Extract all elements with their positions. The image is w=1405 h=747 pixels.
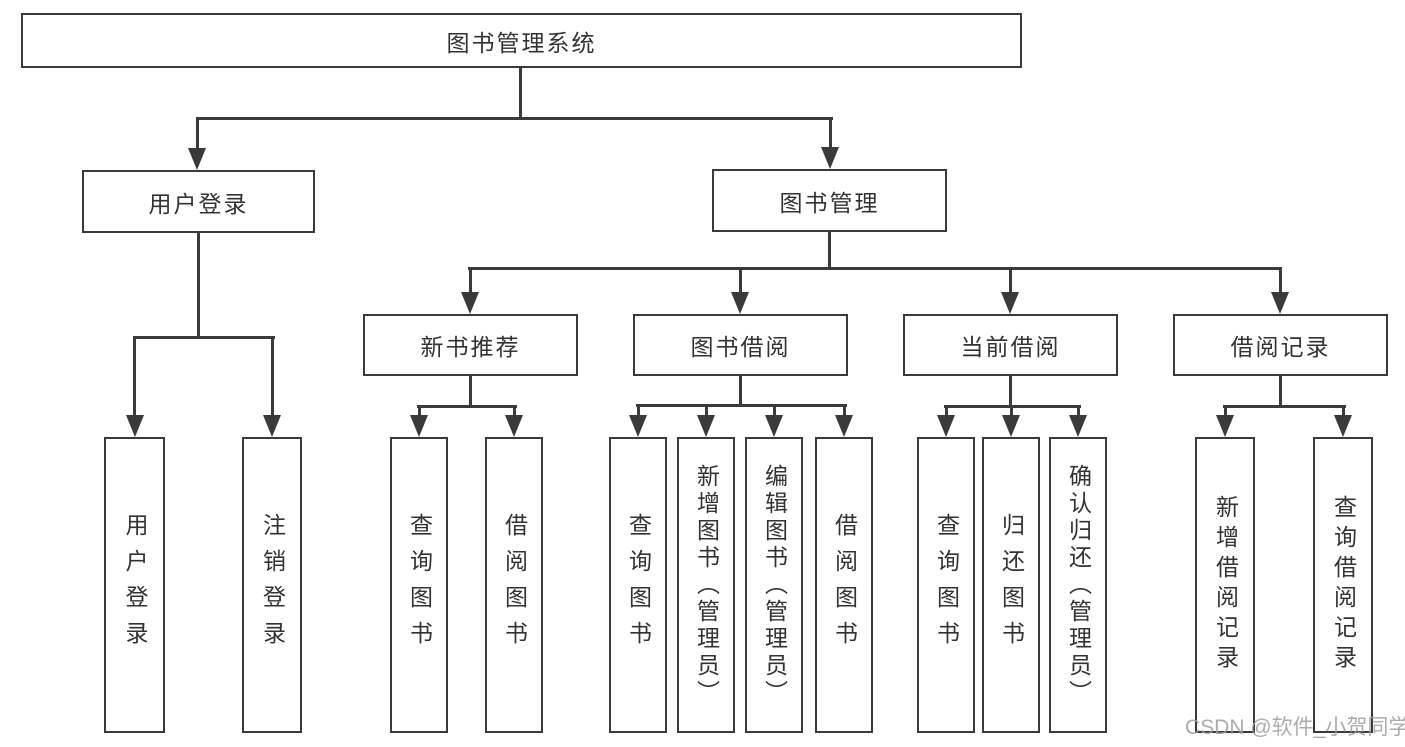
arrow-down-icon	[821, 147, 839, 169]
connector-line	[513, 405, 516, 417]
arrow-down-icon	[188, 148, 206, 170]
node-leaf-confirm-return-admin: 确认归还（管理员）	[1049, 437, 1107, 733]
arrow-down-icon	[1216, 415, 1234, 437]
arrow-down-icon	[937, 415, 955, 437]
connector-line	[1077, 405, 1080, 417]
connector-line	[843, 404, 846, 417]
connector-line	[1224, 405, 1227, 417]
node-leaf-query-borrow-record: 查询借阅记录	[1313, 437, 1373, 733]
node-new-book-recommend: 新书推荐	[363, 314, 578, 376]
node-book-management: 图书管理	[712, 169, 947, 232]
arrow-down-icon	[1002, 415, 1020, 437]
arrow-down-icon	[505, 415, 523, 437]
arrow-down-icon	[765, 415, 783, 437]
arrow-down-icon	[126, 415, 144, 437]
arrow-down-icon	[731, 292, 749, 314]
node-leaf-return-books: 归还图书	[982, 437, 1040, 733]
connector-line	[271, 336, 274, 415]
connector-line	[1279, 376, 1282, 408]
connector-line	[469, 376, 472, 408]
node-leaf-query-books-current: 查询图书	[917, 437, 975, 733]
connector-line	[133, 336, 275, 339]
arrow-down-icon	[1001, 292, 1019, 314]
arrow-down-icon	[697, 415, 715, 437]
connector-line	[133, 336, 136, 415]
node-leaf-add-books-admin: 新增图书（管理员）	[677, 437, 735, 733]
connector-line	[1279, 267, 1282, 292]
connector-line	[1342, 405, 1345, 417]
arrow-down-icon	[1069, 415, 1087, 437]
node-leaf-borrow-books: 借阅图书	[815, 437, 873, 733]
arrow-down-icon	[263, 415, 281, 437]
arrow-down-icon	[410, 415, 428, 437]
arrow-down-icon	[629, 415, 647, 437]
connector-line	[468, 267, 1282, 270]
node-root: 图书管理系统	[21, 13, 1022, 68]
connector-line	[418, 405, 421, 417]
node-borrowing-records: 借阅记录	[1173, 314, 1388, 376]
connector-line	[196, 117, 199, 150]
connector-line	[469, 267, 472, 292]
node-current-borrowing: 当前借阅	[903, 314, 1118, 376]
connector-line	[773, 404, 776, 417]
arrow-down-icon	[461, 292, 479, 314]
connector-line	[705, 404, 708, 417]
connector-line	[945, 405, 948, 417]
node-leaf-add-borrow-record: 新增借阅记录	[1195, 437, 1255, 733]
arrow-down-icon	[1334, 415, 1352, 437]
node-user-login: 用户登录	[82, 170, 315, 233]
connector-line	[636, 404, 847, 407]
node-leaf-borrow-books-recommend: 借阅图书	[485, 437, 543, 733]
connector-line	[196, 117, 833, 120]
connector-line	[519, 68, 522, 120]
connector-line	[1010, 405, 1013, 417]
connector-line	[739, 376, 742, 407]
node-leaf-query-books-borrowing: 查询图书	[609, 437, 667, 733]
connector-line	[739, 267, 742, 292]
connector-line	[417, 405, 517, 408]
node-leaf-query-books-recommend: 查询图书	[390, 437, 448, 733]
connector-line	[829, 117, 832, 149]
connector-line	[1009, 267, 1012, 292]
arrow-down-icon	[835, 415, 853, 437]
connector-line	[197, 233, 200, 339]
arrow-down-icon	[1271, 292, 1289, 314]
connector-line	[828, 232, 831, 270]
connector-line	[1009, 376, 1012, 408]
node-leaf-edit-books-admin: 编辑图书（管理员）	[745, 437, 803, 733]
connector-line	[637, 404, 640, 417]
node-book-borrowing: 图书借阅	[633, 314, 848, 376]
node-leaf-logout: 注销登录	[242, 437, 302, 733]
node-leaf-user-login: 用户登录	[104, 437, 165, 733]
csdn-watermark: CSDN @软件_小贺同学	[1185, 716, 1405, 739]
connector-line	[1223, 405, 1346, 408]
